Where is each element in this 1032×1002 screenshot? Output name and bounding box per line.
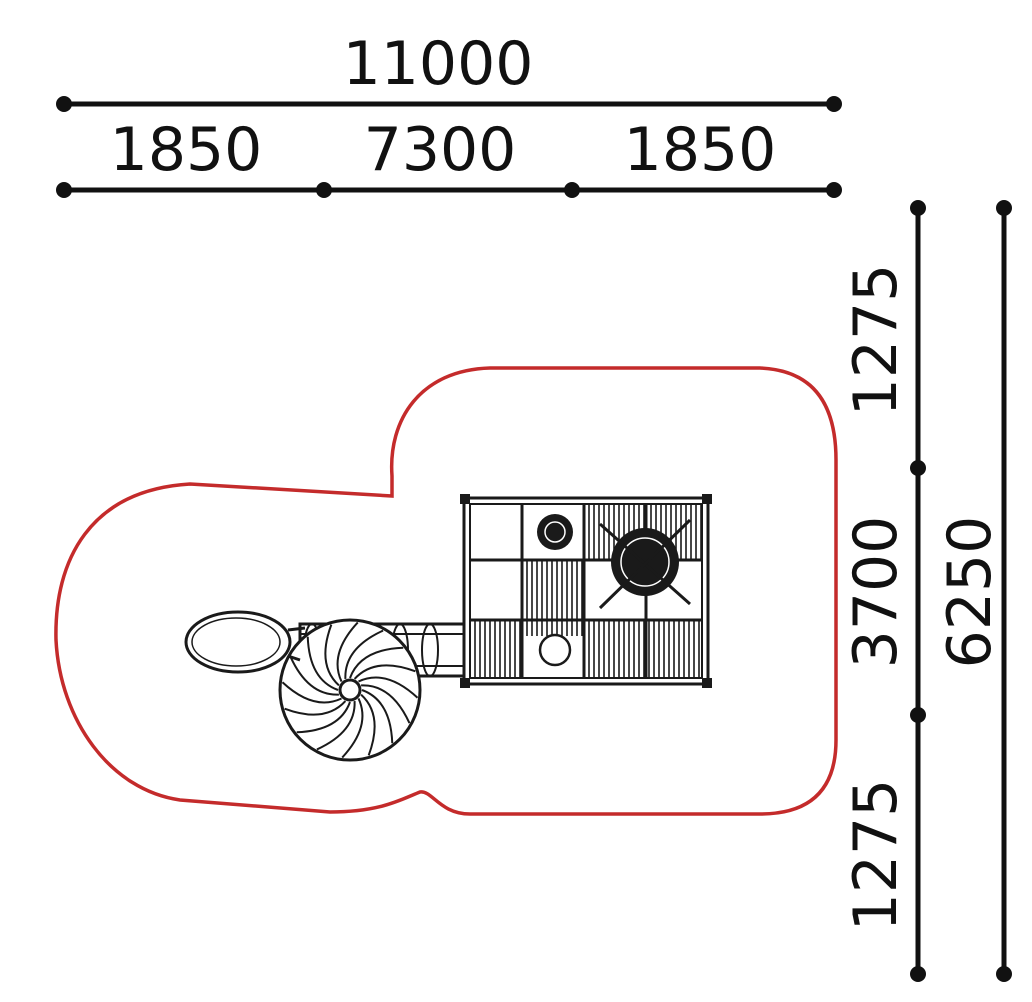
center-depth-label: 3700	[841, 516, 911, 669]
segment-width-dimension: 1850 7300 1850	[56, 115, 842, 198]
overall-depth-dimension: 6250	[935, 200, 1012, 982]
spiral-vane	[281, 681, 342, 704]
spiral-vane	[361, 689, 394, 744]
slide-exit-oval	[184, 610, 292, 674]
safety-zone-outline	[54, 366, 838, 816]
dimension-endpoint	[996, 966, 1012, 982]
spiral-center-pole	[338, 678, 362, 702]
slide-exit	[184, 610, 306, 674]
spiral-vane	[296, 701, 351, 734]
slide-exit-connector	[287, 654, 301, 662]
spiral-vane	[361, 684, 411, 724]
spiral-vane	[349, 646, 404, 679]
spiral-vane	[358, 676, 419, 699]
dimension-endpoint	[910, 460, 926, 476]
tube-ring	[421, 623, 439, 677]
dimension-endpoint	[56, 96, 72, 112]
tower-inner-outline	[469, 503, 703, 679]
spiral-vane	[344, 629, 384, 679]
overall-depth-label: 6250	[935, 516, 1005, 669]
spiral-slide	[278, 618, 422, 762]
segment-depth-dimension: 1275 3700 1275	[841, 200, 926, 982]
spiral-vane	[324, 624, 340, 687]
right-margin-label: 1850	[624, 115, 777, 185]
spiral-vane	[316, 701, 356, 751]
pole-hole	[538, 633, 572, 667]
center-width-label: 7300	[364, 115, 517, 185]
bottom-margin-label: 1275	[841, 779, 911, 932]
slide-exit-connector	[287, 626, 306, 632]
spiral-vane	[353, 664, 416, 680]
dimension-endpoint	[564, 182, 580, 198]
corner-post	[460, 678, 470, 688]
spiral-vane	[341, 698, 364, 759]
diagonal-brace	[598, 518, 692, 610]
round-roof-feature	[537, 514, 573, 550]
spiral-vane	[289, 656, 339, 696]
top-margin-label: 1275	[841, 264, 911, 417]
slide-exit-inner	[191, 617, 281, 667]
deck-hatching	[474, 504, 702, 678]
corner-post	[460, 494, 470, 504]
spiral-vanes	[281, 621, 419, 759]
overall-width-label: 11000	[343, 29, 534, 99]
corner-post	[702, 494, 712, 504]
round-roof-feature-inner	[544, 521, 566, 543]
dimension-endpoint	[826, 182, 842, 198]
spiral-vane	[284, 700, 347, 716]
dimension-endpoint	[826, 96, 842, 112]
dimension-endpoint	[996, 200, 1012, 216]
overall-width-dimension: 11000	[56, 29, 842, 112]
dimension-endpoint	[910, 200, 926, 216]
spiral-vane	[306, 636, 339, 691]
corner-post	[702, 678, 712, 688]
dimension-endpoint	[910, 707, 926, 723]
play-tower	[460, 494, 712, 688]
dimension-endpoint	[316, 182, 332, 198]
dimension-endpoint	[910, 966, 926, 982]
spiral-vane	[336, 621, 359, 682]
tower-platform-outline	[462, 496, 710, 686]
large-round-feature-inner	[620, 537, 670, 587]
spiral-vane	[360, 693, 376, 756]
left-margin-label: 1850	[110, 115, 263, 185]
dimension-endpoint	[56, 182, 72, 198]
